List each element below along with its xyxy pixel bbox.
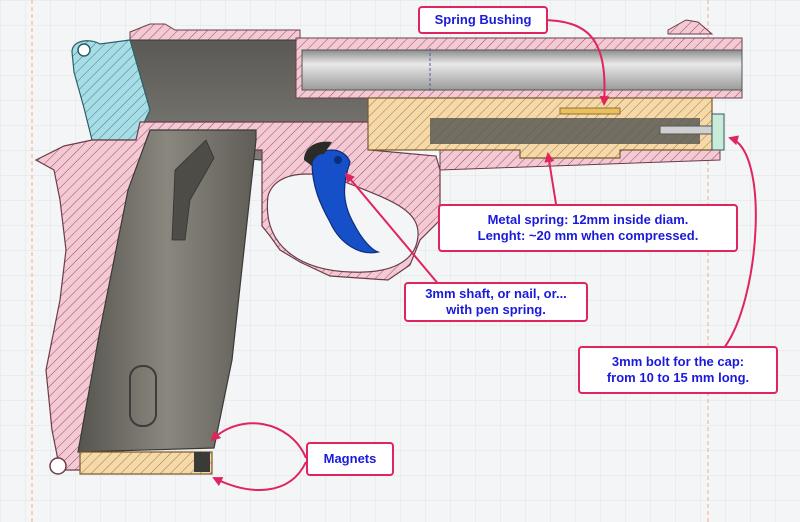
callout-bolt: 3mm bolt for the cap: from 10 to 15 mm l… xyxy=(578,346,778,394)
magnet-block xyxy=(194,452,210,472)
arrow-trigger-shaft xyxy=(344,172,441,287)
arrow-metal-spring xyxy=(544,152,557,205)
arrow-magnets-lower xyxy=(212,461,307,491)
trigger xyxy=(311,149,381,254)
magazine-follower xyxy=(171,139,215,241)
hammer-pin xyxy=(77,43,91,57)
arrow-bolt xyxy=(723,135,757,349)
callout-trigger-shaft: 3mm shaft, or nail, or... with pen sprin… xyxy=(404,282,588,322)
bolt-shaft xyxy=(659,125,721,135)
magazine-baseplate xyxy=(79,451,213,475)
callout-bolt-line1: 3mm bolt for the cap: xyxy=(611,354,745,369)
callout-bolt-line2: from 10 to 15 mm long. xyxy=(606,370,750,385)
magazine-window xyxy=(129,365,157,427)
callout-magnets-text: Magnets xyxy=(323,451,377,466)
callout-metal-spring: Metal spring: 12mm inside diam. Lenght: … xyxy=(438,204,738,252)
callout-magnets: Magnets xyxy=(306,442,394,476)
callout-metal-spring-line2: Lenght: ~20 mm when compressed. xyxy=(477,228,699,243)
arrow-spring-bushing xyxy=(539,19,610,106)
barrel xyxy=(301,49,743,91)
callout-trigger-shaft-line1: 3mm shaft, or nail, or... xyxy=(425,286,567,301)
hammer-section xyxy=(71,39,151,141)
magazine xyxy=(77,129,257,453)
lanyard-ring xyxy=(49,457,67,475)
spring-bushing-lip xyxy=(559,107,621,115)
callout-spring-bushing: Spring Bushing xyxy=(418,6,548,34)
arrow-magnets-upper xyxy=(210,422,307,459)
trigger-pivot-housing xyxy=(304,141,332,166)
trigger-pin xyxy=(334,156,342,164)
front-sight xyxy=(667,19,714,35)
bushing-cap xyxy=(711,113,725,151)
callout-metal-spring-line1: Metal spring: 12mm inside diam. xyxy=(487,212,689,227)
spring-channel xyxy=(430,118,700,144)
callout-spring-bushing-text: Spring Bushing xyxy=(434,12,532,27)
callout-trigger-shaft-line2: with pen spring. xyxy=(446,302,546,317)
